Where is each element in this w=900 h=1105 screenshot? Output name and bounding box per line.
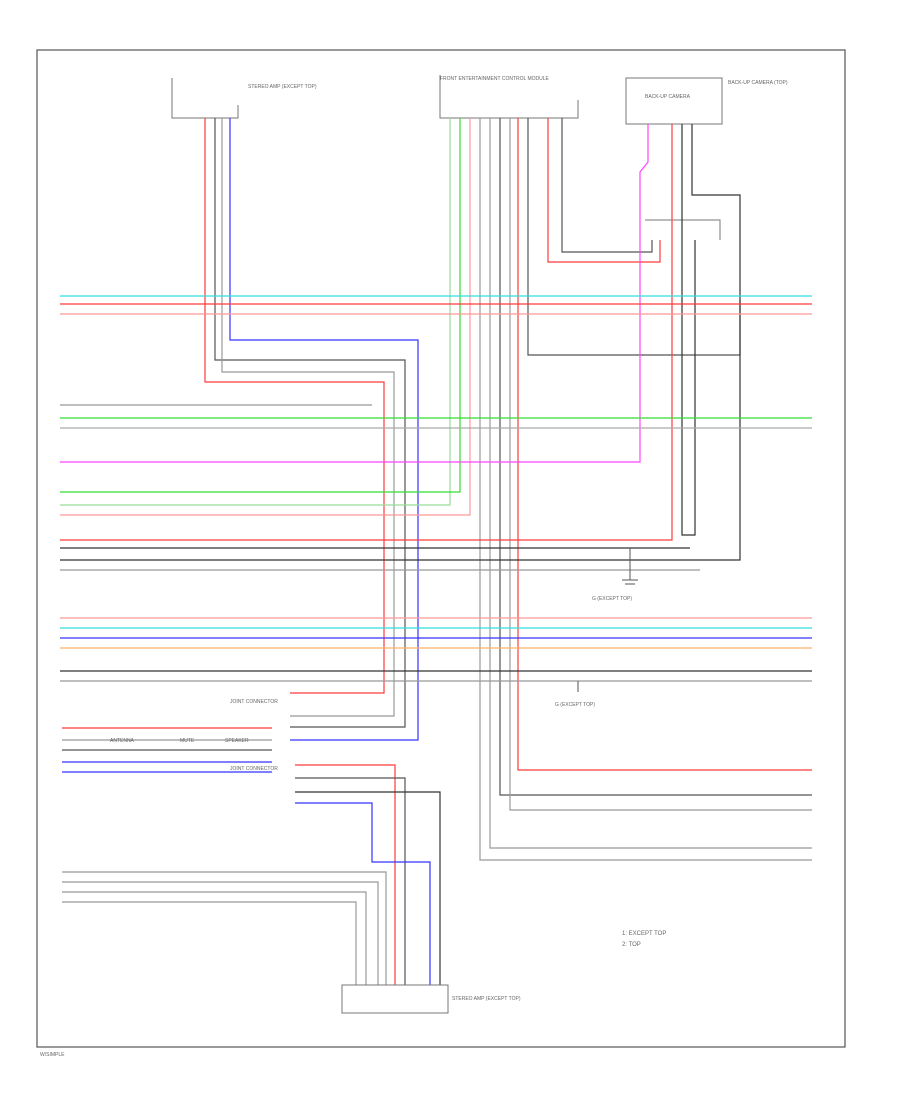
inline-label-a: ANTENNA <box>110 738 135 744</box>
bottom-connector-label: STEREO AMP (EXCEPT TOP) <box>452 996 521 1002</box>
legend-item-1: 1: EXCEPT TOP <box>622 931 666 937</box>
horizontal-bus <box>60 295 812 682</box>
top-right-box: BACK-UP CAMERA BACK-UP CAMERA (TOP) <box>625 77 788 125</box>
top-left-wires <box>204 118 419 741</box>
camera-wires <box>60 124 741 561</box>
diagram-frame <box>36 49 846 1048</box>
inline-label-b: MUTE <box>180 738 195 744</box>
ground-label-1: G (EXCEPT TOP) <box>592 596 632 602</box>
junction-connector-bottom <box>295 764 441 985</box>
top-right-side-label: BACK-UP CAMERA (TOP) <box>728 80 788 86</box>
top-center-connector-label: FRONT ENTERTAINMENT CONTROL MODULE <box>440 76 550 82</box>
legend-item-2: 2: TOP <box>622 942 641 948</box>
top-left-connector: STEREO AMP (EXCEPT TOP) <box>171 78 317 119</box>
ground-symbol-1: G (EXCEPT TOP) <box>592 548 638 602</box>
top-center-wires <box>60 118 812 861</box>
top-center-connector: FRONT ENTERTAINMENT CONTROL MODULE <box>439 75 579 119</box>
ground-symbol-2: G (EXCEPT TOP) <box>555 681 595 708</box>
lower-left-harness <box>62 727 272 773</box>
inline-label-c: SPEAKER <box>225 738 249 744</box>
top-left-connector-label: STEREO AMP (EXCEPT TOP) <box>248 84 317 90</box>
junction-label-2: JOINT CONNECTOR <box>230 766 278 772</box>
legend: 1: EXCEPT TOP 2: TOP <box>622 931 666 948</box>
top-right-box-label: BACK-UP CAMERA <box>645 94 691 100</box>
footer-page-id: W/SIMPLE <box>40 1052 65 1058</box>
bottom-left-harness <box>62 871 387 985</box>
junction-connector-top <box>645 219 721 240</box>
junction-label-1: JOINT CONNECTOR <box>230 699 278 705</box>
bottom-connector: STEREO AMP (EXCEPT TOP) <box>341 984 521 1014</box>
ground-label-2: G (EXCEPT TOP) <box>555 702 595 708</box>
